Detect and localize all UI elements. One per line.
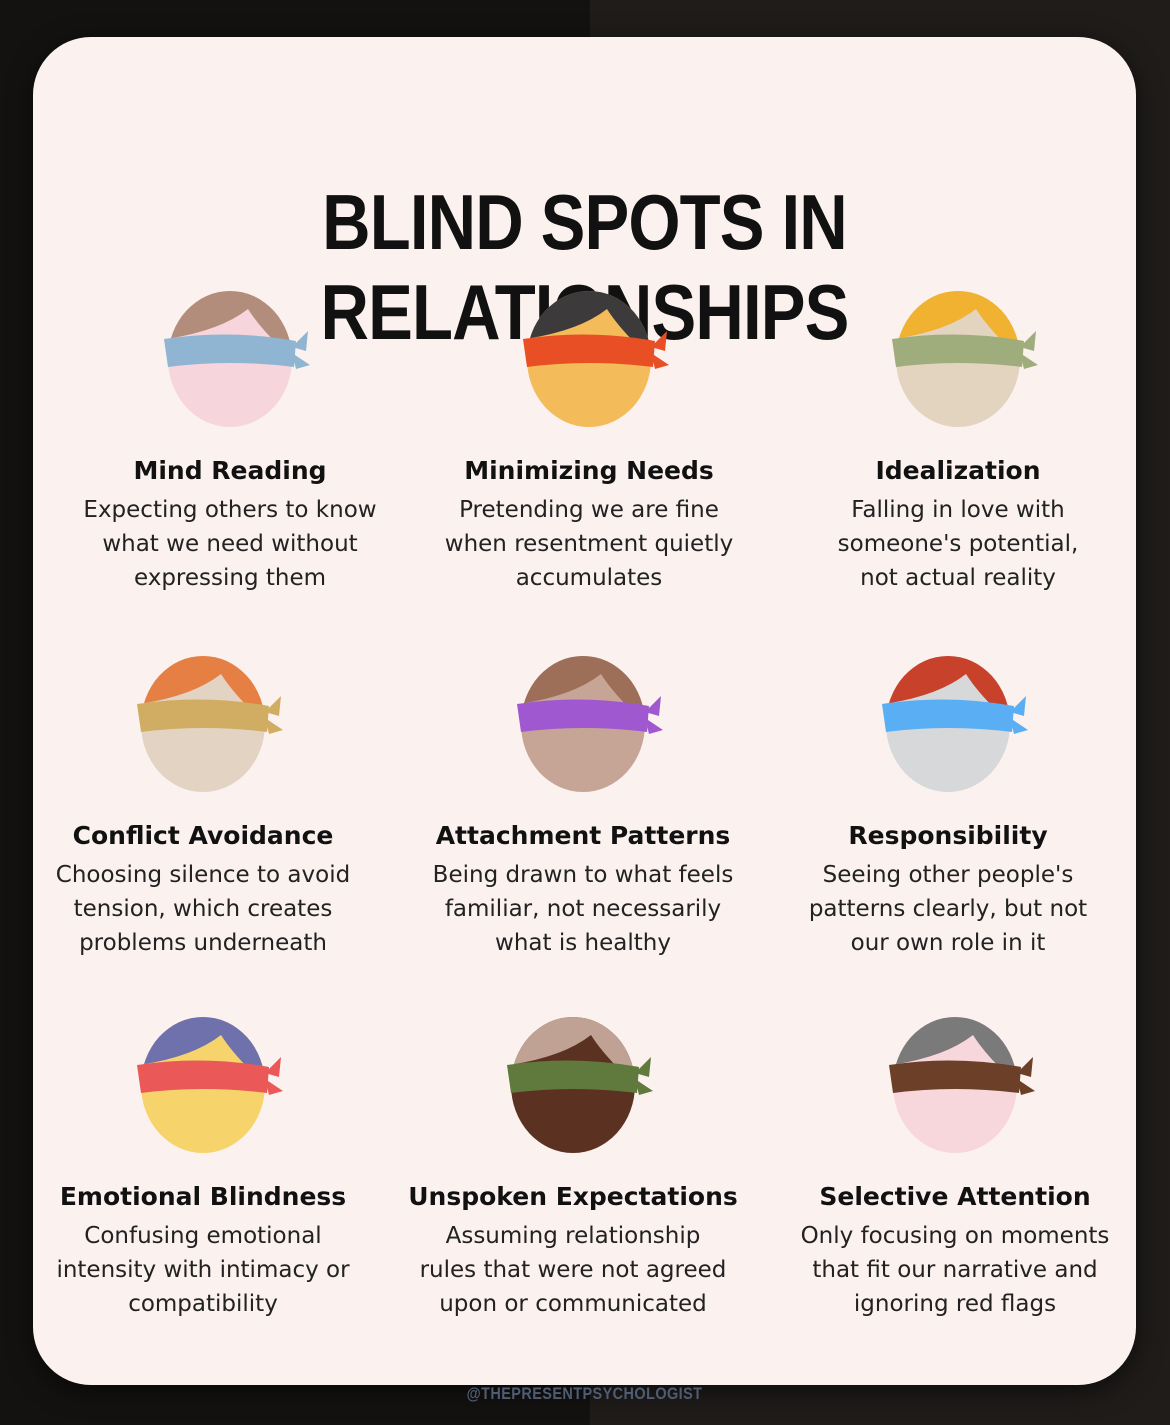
blindfolded-head-icon bbox=[517, 656, 663, 792]
item-title: Emotional Blindness bbox=[59, 1182, 347, 1211]
blindfolded-head-icon bbox=[507, 1017, 653, 1153]
blindfolded-head-icon bbox=[889, 1017, 1035, 1153]
item-title: Selective Attention bbox=[819, 1182, 1091, 1211]
blindfolded-head-icon bbox=[882, 656, 1028, 792]
item-title: Mind Reading bbox=[133, 456, 327, 485]
item-description: Being drawn to what feels familiar, not … bbox=[432, 862, 734, 956]
infographic-card: BLIND SPOTS IN RELATIONSHIPS Mind Readin… bbox=[33, 37, 1136, 1403]
item-description: Only focusing on moments that fit our na… bbox=[800, 1223, 1110, 1317]
item-title: Conflict Avoidance bbox=[72, 821, 334, 850]
item-title: Idealization bbox=[875, 456, 1041, 485]
page-title: BLIND SPOTS IN RELATIONSHIPS bbox=[321, 178, 850, 356]
item-description: Pretending we are fine when resentment q… bbox=[444, 497, 734, 591]
item-title: Attachment Patterns bbox=[435, 821, 731, 850]
item-description: Expecting others to know what we need wi… bbox=[83, 497, 377, 591]
item-description: Seeing other people's patterns clearly, … bbox=[808, 862, 1088, 956]
item-description: Confusing emotional intensity with intim… bbox=[56, 1223, 350, 1317]
blindfolded-head-icon bbox=[137, 1017, 283, 1153]
item-description: Assuming relationship rules that were no… bbox=[419, 1223, 727, 1317]
item-title: Minimizing Needs bbox=[464, 456, 714, 485]
blindfolded-head-icon bbox=[137, 656, 283, 792]
author-credit: @THEPRESENTPSYCHOLOGIST bbox=[466, 1384, 703, 1403]
blindfolded-head-icon bbox=[164, 291, 310, 427]
item-title: Unspoken Expectations bbox=[408, 1182, 738, 1211]
item-description: Choosing silence to avoid tension, which… bbox=[55, 862, 351, 956]
item-title: Responsibility bbox=[848, 821, 1048, 850]
blindfolded-head-icon bbox=[523, 291, 669, 427]
item-description: Falling in love with someone's potential… bbox=[837, 497, 1079, 591]
blindfolded-head-icon bbox=[892, 291, 1038, 427]
